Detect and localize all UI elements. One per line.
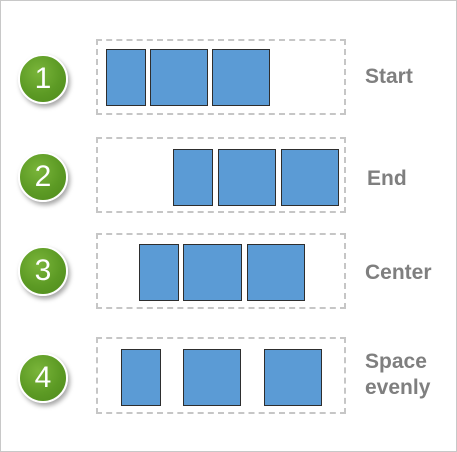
- row-label-line-1: Space: [365, 350, 427, 373]
- row-label-space-evenly: Space evenly: [365, 349, 430, 401]
- row-label-line-2: evenly: [365, 376, 431, 399]
- flex-item: [218, 149, 276, 206]
- row-label-start: Start: [365, 65, 413, 88]
- flex-item: [150, 49, 208, 106]
- flex-container-end: [96, 137, 346, 213]
- row-label-end: End: [367, 167, 407, 190]
- row-label-center: Center: [365, 261, 432, 284]
- flex-item: [121, 349, 161, 406]
- flex-container-start: [96, 39, 346, 115]
- step-badge-1: 1: [18, 54, 68, 104]
- flex-item: [183, 349, 241, 406]
- flex-item: [264, 349, 322, 406]
- flex-item: [247, 244, 305, 301]
- flex-item: [183, 244, 242, 301]
- flex-item: [106, 49, 146, 106]
- step-badge-4: 4: [18, 353, 68, 403]
- flex-item: [212, 49, 270, 106]
- flex-container-space-evenly: [96, 337, 346, 414]
- step-badge-3: 3: [18, 246, 68, 296]
- flex-item: [281, 149, 339, 206]
- step-badge-2: 2: [18, 152, 68, 202]
- flex-item: [173, 149, 213, 206]
- flex-item: [139, 244, 179, 301]
- flex-container-center: [96, 233, 346, 309]
